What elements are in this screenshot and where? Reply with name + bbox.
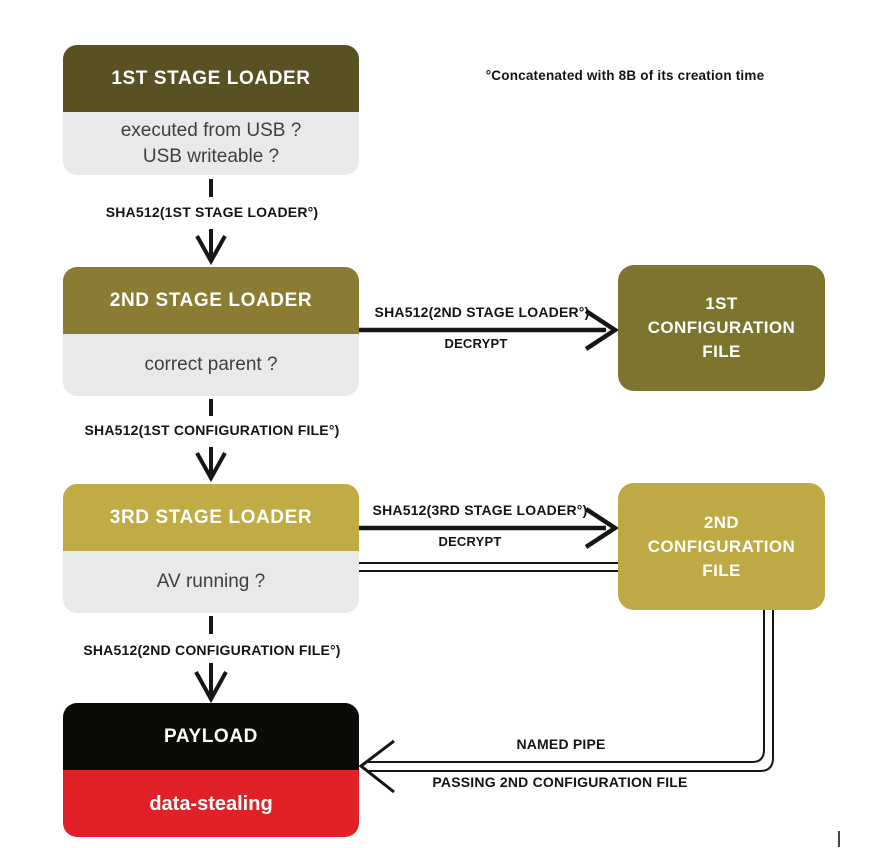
arrowhead-down-3 bbox=[194, 671, 228, 704]
edge-label-decrypt-2: DECRYPT bbox=[438, 534, 502, 549]
config2-line-1: 2ND bbox=[703, 512, 740, 532]
arrowhead-down-1 bbox=[195, 235, 227, 266]
config2-line-2: CONFIGURATION bbox=[647, 536, 796, 556]
arrowhead-right-1 bbox=[584, 309, 620, 351]
edge-label-sha512-stage1: SHA512(1ST STAGE LOADER°) bbox=[105, 204, 319, 220]
edge-label-passing-config: PASSING 2ND CONFIGURATION FILE bbox=[432, 774, 688, 790]
payload-subtitle: data-stealing bbox=[63, 770, 359, 837]
config1-line-3: FILE bbox=[702, 342, 741, 361]
stage3-questions: AV running ? bbox=[63, 551, 359, 613]
node-config-file-1: 1ST CONFIGURATION FILE bbox=[618, 265, 825, 391]
stage2-question-1: correct parent ? bbox=[144, 354, 278, 375]
stage3-title: 3RD STAGE LOADER bbox=[63, 484, 359, 551]
node-payload: PAYLOAD data-stealing bbox=[63, 703, 359, 837]
stage1-question-2: USB writeable ? bbox=[142, 145, 280, 167]
config1-line-1: 1ST bbox=[705, 294, 738, 313]
arrowhead-down-2 bbox=[195, 452, 227, 483]
edge-label-sha512-stage2: SHA512(2ND STAGE LOADER°) bbox=[374, 304, 590, 320]
edge-label-sha512-config2: SHA512(2ND CONFIGURATION FILE°) bbox=[83, 642, 341, 658]
node-stage1-loader: 1ST STAGE LOADER executed from USB ? USB… bbox=[63, 45, 359, 175]
stage2-title: 2ND STAGE LOADER bbox=[63, 267, 359, 334]
edge-label-decrypt-1: DECRYPT bbox=[444, 336, 508, 351]
node-config-file-2: 2ND CONFIGURATION FILE bbox=[618, 483, 825, 610]
stage2-questions: correct parent ? bbox=[63, 334, 359, 396]
config1-line-2: CONFIGURATION bbox=[647, 318, 796, 337]
stage3-question-1: AV running ? bbox=[156, 571, 266, 592]
footnote-annotation: °Concatenated with 8B of its creation ti… bbox=[485, 68, 765, 83]
payload-title: PAYLOAD bbox=[63, 703, 359, 770]
stage1-questions: executed from USB ? USB writeable ? bbox=[63, 112, 359, 175]
stage1-title: 1ST STAGE LOADER bbox=[63, 45, 359, 112]
node-stage2-loader: 2ND STAGE LOADER correct parent ? bbox=[63, 267, 359, 396]
arrowhead-right-2 bbox=[584, 507, 620, 549]
edge-label-named-pipe: NAMED PIPE bbox=[516, 736, 606, 752]
config2-line-3: FILE bbox=[702, 560, 741, 580]
stage1-question-1: executed from USB ? bbox=[120, 119, 302, 141]
node-stage3-loader: 3RD STAGE LOADER AV running ? bbox=[63, 484, 359, 613]
edge-label-sha512-stage3: SHA512(3RD STAGE LOADER°) bbox=[372, 502, 588, 518]
edge-label-sha512-config1: SHA512(1ST CONFIGURATION FILE°) bbox=[84, 422, 340, 438]
arrowhead-left-named-pipe bbox=[358, 739, 395, 794]
